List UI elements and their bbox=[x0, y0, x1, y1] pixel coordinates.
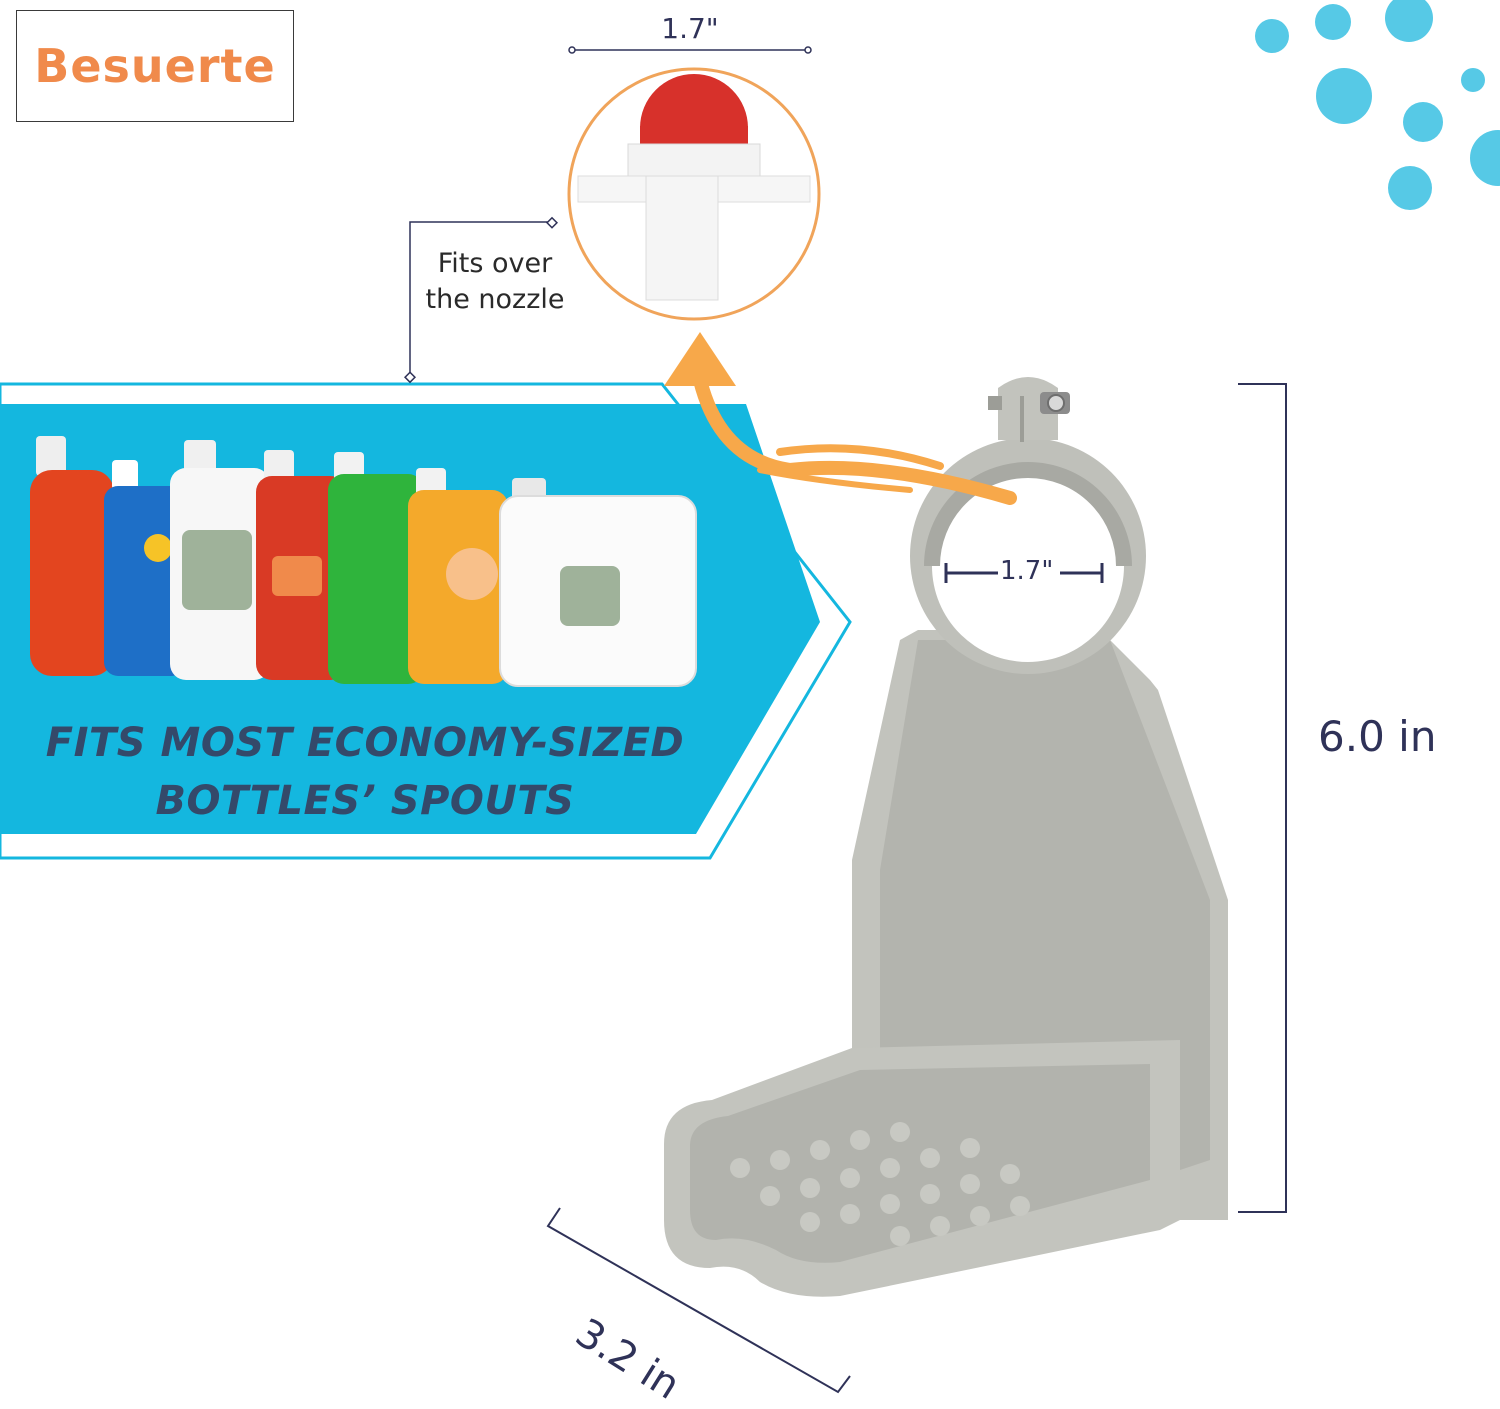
ring-dimension bbox=[944, 563, 1104, 583]
nozzle-inset bbox=[567, 67, 821, 321]
banner-headline: FITS MOST ECONOMY-SIZED BOTTLES’ SPOUTS bbox=[0, 714, 730, 830]
detergent-bottles bbox=[30, 436, 697, 687]
callout-leader bbox=[403, 216, 559, 384]
nozzle-width-dimension bbox=[568, 46, 812, 54]
banner-line-2: BOTTLES’ SPOUTS bbox=[155, 778, 575, 824]
height-dimension bbox=[1238, 383, 1287, 1213]
depth-dimension bbox=[546, 1207, 851, 1394]
callout-line-1: Fits over bbox=[437, 248, 553, 279]
callout-line-2: the nozzle bbox=[425, 284, 565, 315]
ring-diameter-label: 1.7" bbox=[1000, 556, 1054, 586]
banner-line-1: FITS MOST ECONOMY-SIZED bbox=[45, 720, 685, 766]
brand-logo: Besuerte bbox=[16, 10, 294, 122]
nozzle-width-label: 1.7" bbox=[661, 12, 719, 45]
decorative-dots bbox=[1255, 0, 1500, 210]
brand-name: Besuerte bbox=[34, 39, 276, 93]
callout-text: Fits over the nozzle bbox=[412, 246, 578, 318]
bottle-holder bbox=[664, 377, 1228, 1297]
height-label: 6.0 in bbox=[1318, 712, 1437, 761]
up-arrow-icon bbox=[664, 332, 1017, 505]
